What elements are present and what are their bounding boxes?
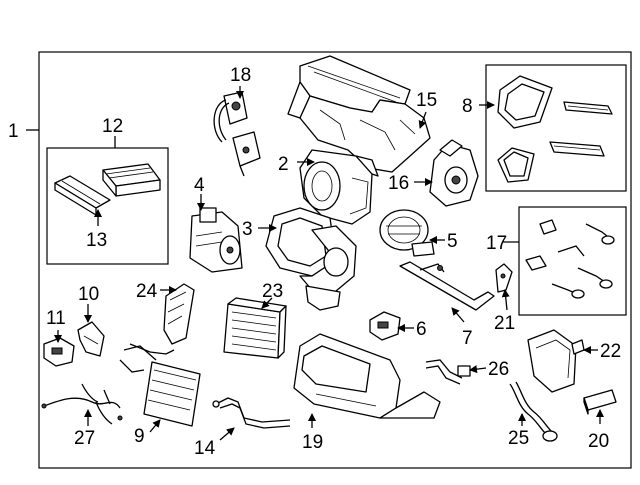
callout-18: 18 bbox=[230, 65, 251, 86]
callout-12: 12 bbox=[102, 116, 123, 137]
part-servo-motor bbox=[189, 207, 243, 273]
callout-19: 19 bbox=[302, 432, 323, 453]
part-duct-24 bbox=[163, 283, 195, 345]
part-connector-6 bbox=[369, 311, 401, 341]
part-bracket-21 bbox=[495, 263, 513, 293]
callout-3: 3 bbox=[242, 219, 253, 240]
part-linkage-bracket bbox=[399, 261, 495, 311]
callout-labels: 1 2 3 4 5 6 7 8 9 10 11 12 13 14 15 16 1… bbox=[8, 65, 621, 459]
part-blower-housing bbox=[265, 207, 357, 311]
group-box-17 bbox=[518, 206, 627, 316]
part-lower-case bbox=[293, 333, 441, 419]
callout-6: 6 bbox=[416, 319, 427, 340]
callout-8: 8 bbox=[462, 96, 473, 117]
part-resistor-11 bbox=[43, 337, 75, 367]
callout-26: 26 bbox=[488, 359, 509, 380]
part-actuator-18 bbox=[213, 91, 261, 177]
part-pipe-26 bbox=[425, 359, 471, 385]
part-seal-large bbox=[497, 75, 553, 129]
callout-2: 2 bbox=[278, 154, 289, 175]
callout-14: 14 bbox=[194, 438, 216, 459]
callout-23: 23 bbox=[262, 281, 283, 302]
group-box-8 bbox=[485, 64, 627, 192]
callout-11: 11 bbox=[46, 308, 66, 329]
part-plate-20 bbox=[583, 389, 617, 415]
part-duct-22 bbox=[527, 329, 585, 393]
part-filter-holder bbox=[54, 175, 111, 216]
callout-10: 10 bbox=[78, 284, 99, 305]
callout-9: 9 bbox=[134, 426, 145, 447]
part-sensor-set bbox=[525, 219, 615, 299]
leader-lines bbox=[26, 86, 604, 441]
part-drain-hose bbox=[509, 381, 558, 442]
part-blower-motor bbox=[379, 209, 435, 257]
part-wire-harness bbox=[41, 383, 123, 425]
part-seal-strip-upper bbox=[563, 101, 613, 115]
callout-27: 27 bbox=[74, 428, 95, 449]
callout-1: 1 bbox=[8, 121, 19, 142]
part-actuator-16 bbox=[429, 139, 479, 207]
part-cabin-filter bbox=[102, 163, 161, 197]
part-heater-core bbox=[119, 343, 201, 427]
part-bracket-10 bbox=[77, 321, 105, 357]
callout-25: 25 bbox=[508, 428, 529, 449]
callout-24: 24 bbox=[136, 281, 158, 302]
part-upper-housing bbox=[287, 55, 431, 173]
callout-16: 16 bbox=[388, 173, 409, 194]
callout-22: 22 bbox=[600, 341, 621, 362]
part-coolant-pipes bbox=[212, 397, 291, 429]
callout-7: 7 bbox=[462, 328, 473, 349]
callout-20: 20 bbox=[588, 431, 609, 452]
group-box-12 bbox=[46, 147, 169, 265]
part-blower-scroll bbox=[299, 149, 379, 225]
callout-5: 5 bbox=[447, 231, 458, 252]
part-evaporator-core bbox=[223, 297, 287, 359]
part-seal-small bbox=[497, 147, 535, 183]
main-frame bbox=[38, 51, 632, 469]
callout-4: 4 bbox=[194, 175, 205, 196]
callout-13: 13 bbox=[86, 230, 107, 251]
part-seal-strip-lower bbox=[549, 141, 605, 157]
callout-21: 21 bbox=[494, 313, 515, 334]
callout-15: 15 bbox=[416, 90, 437, 111]
callout-17: 17 bbox=[486, 233, 507, 254]
